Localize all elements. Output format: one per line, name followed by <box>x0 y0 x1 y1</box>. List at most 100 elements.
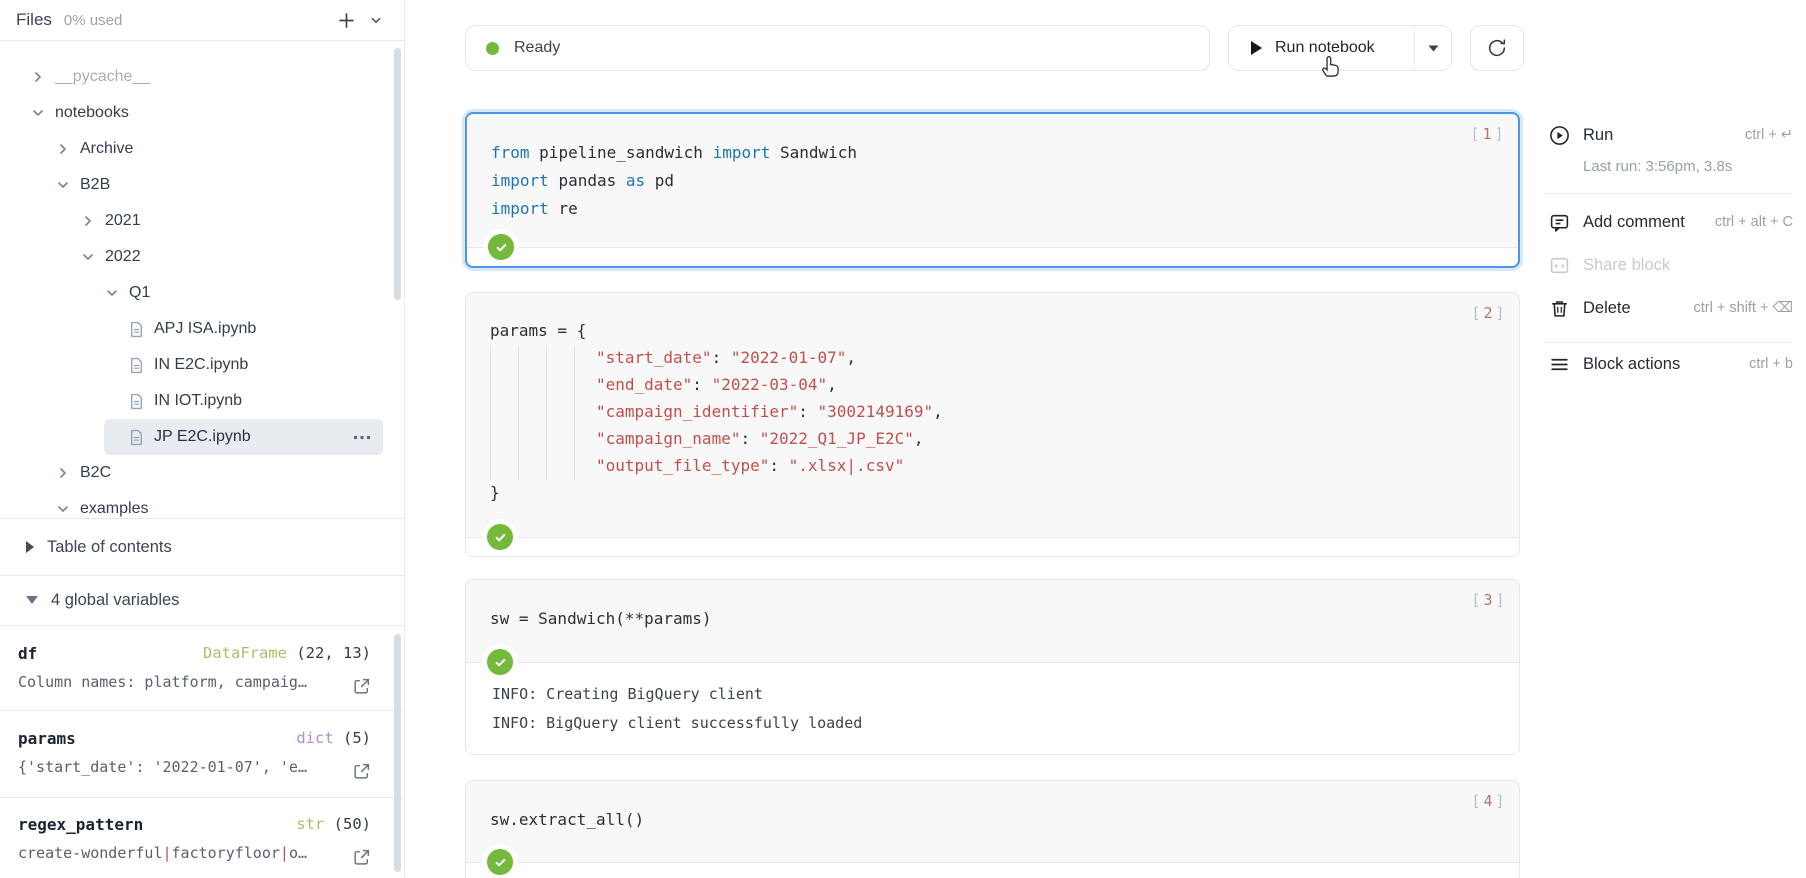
code-editor[interactable]: from pipeline_sandwich import Sandwich i… <box>467 114 1518 265</box>
divider <box>1545 193 1793 194</box>
code-line: } <box>490 483 500 502</box>
code-cell-2[interactable]: [2] params = { "start_date": "2022-01-07… <box>465 292 1520 557</box>
code-editor[interactable]: sw = Sandwich(**params) <box>466 580 1519 680</box>
variables-scrollbar[interactable] <box>394 634 401 872</box>
code-cell-3[interactable]: [3] sw = Sandwich(**params) INFO: Creati… <box>465 579 1520 755</box>
storage-usage-label: 0% used <box>63 11 123 29</box>
tree-item-label: __pycache__ <box>55 68 151 85</box>
chevron-right-icon[interactable] <box>55 141 71 157</box>
tree-item-archive[interactable]: Archive <box>0 131 405 167</box>
indent-guide <box>546 345 547 480</box>
menu-item-block-actions[interactable]: Block actions ctrl + b <box>1549 349 1793 379</box>
tree-item-jp-e2c-selected[interactable]: JP E2C.ipynb <box>104 419 383 455</box>
tree-item-label: 2022 <box>105 248 141 265</box>
run-notebook-button[interactable]: Run notebook <box>1229 39 1414 57</box>
chevron-down-icon[interactable] <box>55 177 71 193</box>
tree-item-q1[interactable]: Q1 <box>0 275 405 311</box>
file-tree: __pycache__ notebooks Archive B2B 2021 2… <box>0 59 405 527</box>
code-cell-1[interactable]: [1] from pipeline_sandwich import Sandwi… <box>465 112 1520 268</box>
code-line: "end_date": "2022-03-04", <box>595 375 837 394</box>
open-variable-icon[interactable] <box>352 848 371 867</box>
more-options-icon[interactable] <box>353 435 383 440</box>
tree-item-label: Archive <box>80 140 134 157</box>
notebook-file-icon <box>128 321 145 338</box>
code-line: "campaign_name": "2022_Q1_JP_E2C", <box>595 429 924 448</box>
tree-item-2022[interactable]: 2022 <box>0 239 405 275</box>
add-file-icon[interactable] <box>334 8 358 32</box>
notebook-file-icon <box>128 357 145 374</box>
trash-icon <box>1549 298 1570 319</box>
code-line: import pandas as pd <box>491 171 675 190</box>
execution-count-badge: [4] <box>1471 792 1505 810</box>
menu-item-add-comment[interactable]: Add comment ctrl + alt + C <box>1549 207 1793 237</box>
files-panel-title: Files <box>16 10 52 29</box>
menu-item-run[interactable]: Run ctrl + ↵ <box>1549 120 1793 150</box>
tree-item-label: Q1 <box>129 284 151 301</box>
success-check-icon <box>483 229 519 265</box>
menu-item-label: Run <box>1583 125 1614 144</box>
chevron-down-icon[interactable] <box>364 8 388 32</box>
run-options-dropdown[interactable] <box>1415 45 1451 52</box>
divider <box>1545 342 1793 343</box>
tree-item-b2c[interactable]: B2C <box>0 455 405 491</box>
restart-machine-button[interactable] <box>1470 25 1524 71</box>
table-of-contents-section[interactable]: Table of contents <box>0 526 405 568</box>
code-editor[interactable]: sw.extract_all() <box>466 781 1519 878</box>
notebook-file-icon <box>128 393 145 410</box>
global-variables-section[interactable]: 4 global variables <box>0 579 405 621</box>
tree-item-label: B2C <box>80 464 112 481</box>
divider <box>0 575 405 576</box>
variable-type: str <box>296 815 325 833</box>
share-block-icon <box>1549 255 1570 276</box>
code-line: "campaign_identifier": "3002149169", <box>595 402 943 421</box>
output-log-line: INFO: Creating BigQuery client <box>492 685 763 703</box>
variable-preview: {'start_date': '2022-01-07', 'e… <box>18 758 307 776</box>
tree-item-label: IN E2C.ipynb <box>154 356 249 373</box>
open-variable-icon[interactable] <box>352 677 371 696</box>
divider <box>0 625 405 626</box>
tree-item-label: examples <box>80 500 149 517</box>
chevron-down-icon[interactable] <box>80 249 96 265</box>
tree-item-2021[interactable]: 2021 <box>0 203 405 239</box>
last-run-info: Last run: 3:56pm, 3.8s <box>1583 158 1733 175</box>
kernel-status-text: Ready <box>514 39 561 56</box>
tree-item-in-e2c[interactable]: IN E2C.ipynb <box>0 347 405 383</box>
divider <box>0 518 405 519</box>
chevron-down-icon[interactable] <box>30 105 46 121</box>
chevron-right-icon[interactable] <box>80 213 96 229</box>
triangle-down-icon[interactable] <box>26 596 38 604</box>
variable-size: (22, 13) <box>287 644 371 662</box>
menu-item-delete[interactable]: Delete ctrl + shift + ⌫ <box>1549 293 1793 323</box>
indent-guide <box>574 345 575 480</box>
chevron-right-icon[interactable] <box>55 465 71 481</box>
tree-item-label: 2021 <box>105 212 141 229</box>
tree-item-label: IN IOT.ipynb <box>154 392 243 409</box>
tree-item-in-iot[interactable]: IN IOT.ipynb <box>0 383 405 419</box>
chevron-right-icon[interactable] <box>30 69 46 85</box>
chevron-down-icon[interactable] <box>55 501 71 517</box>
notebook-file-icon <box>128 429 145 446</box>
files-header: Files 0% used <box>0 0 404 41</box>
file-tree-scrollbar[interactable] <box>394 48 401 300</box>
run-notebook-button-group: Run notebook <box>1228 25 1452 71</box>
tree-item-b2b[interactable]: B2B <box>0 167 405 203</box>
divider <box>1414 26 1415 70</box>
hamburger-menu-icon <box>1549 354 1570 375</box>
code-editor[interactable]: params = { "start_date": "2022-01-07", "… <box>466 293 1519 555</box>
variable-size: (50) <box>324 815 371 833</box>
code-line: "start_date": "2022-01-07", <box>595 348 857 367</box>
variable-size: (5) <box>333 729 371 747</box>
chevron-down-icon[interactable] <box>104 285 120 301</box>
tree-item-pycache[interactable]: __pycache__ <box>0 59 405 95</box>
tree-item-notebooks[interactable]: notebooks <box>0 95 405 131</box>
status-dot-icon <box>486 41 499 55</box>
triangle-right-icon[interactable] <box>26 541 34 553</box>
code-cell-4[interactable]: [4] sw.extract_all() <box>465 780 1520 878</box>
tree-item-examples[interactable]: examples <box>0 491 405 527</box>
variable-regex-pattern: regex_pattern str (50) create-wonderful|… <box>0 815 405 865</box>
open-variable-icon[interactable] <box>352 762 371 781</box>
code-line: sw = Sandwich(**params) <box>490 609 712 628</box>
code-line: "output_file_type": ".xlsx|.csv" <box>595 456 905 475</box>
execution-count-badge: [2] <box>1471 304 1505 322</box>
tree-item-apj-isa[interactable]: APJ ISA.ipynb <box>0 311 405 347</box>
